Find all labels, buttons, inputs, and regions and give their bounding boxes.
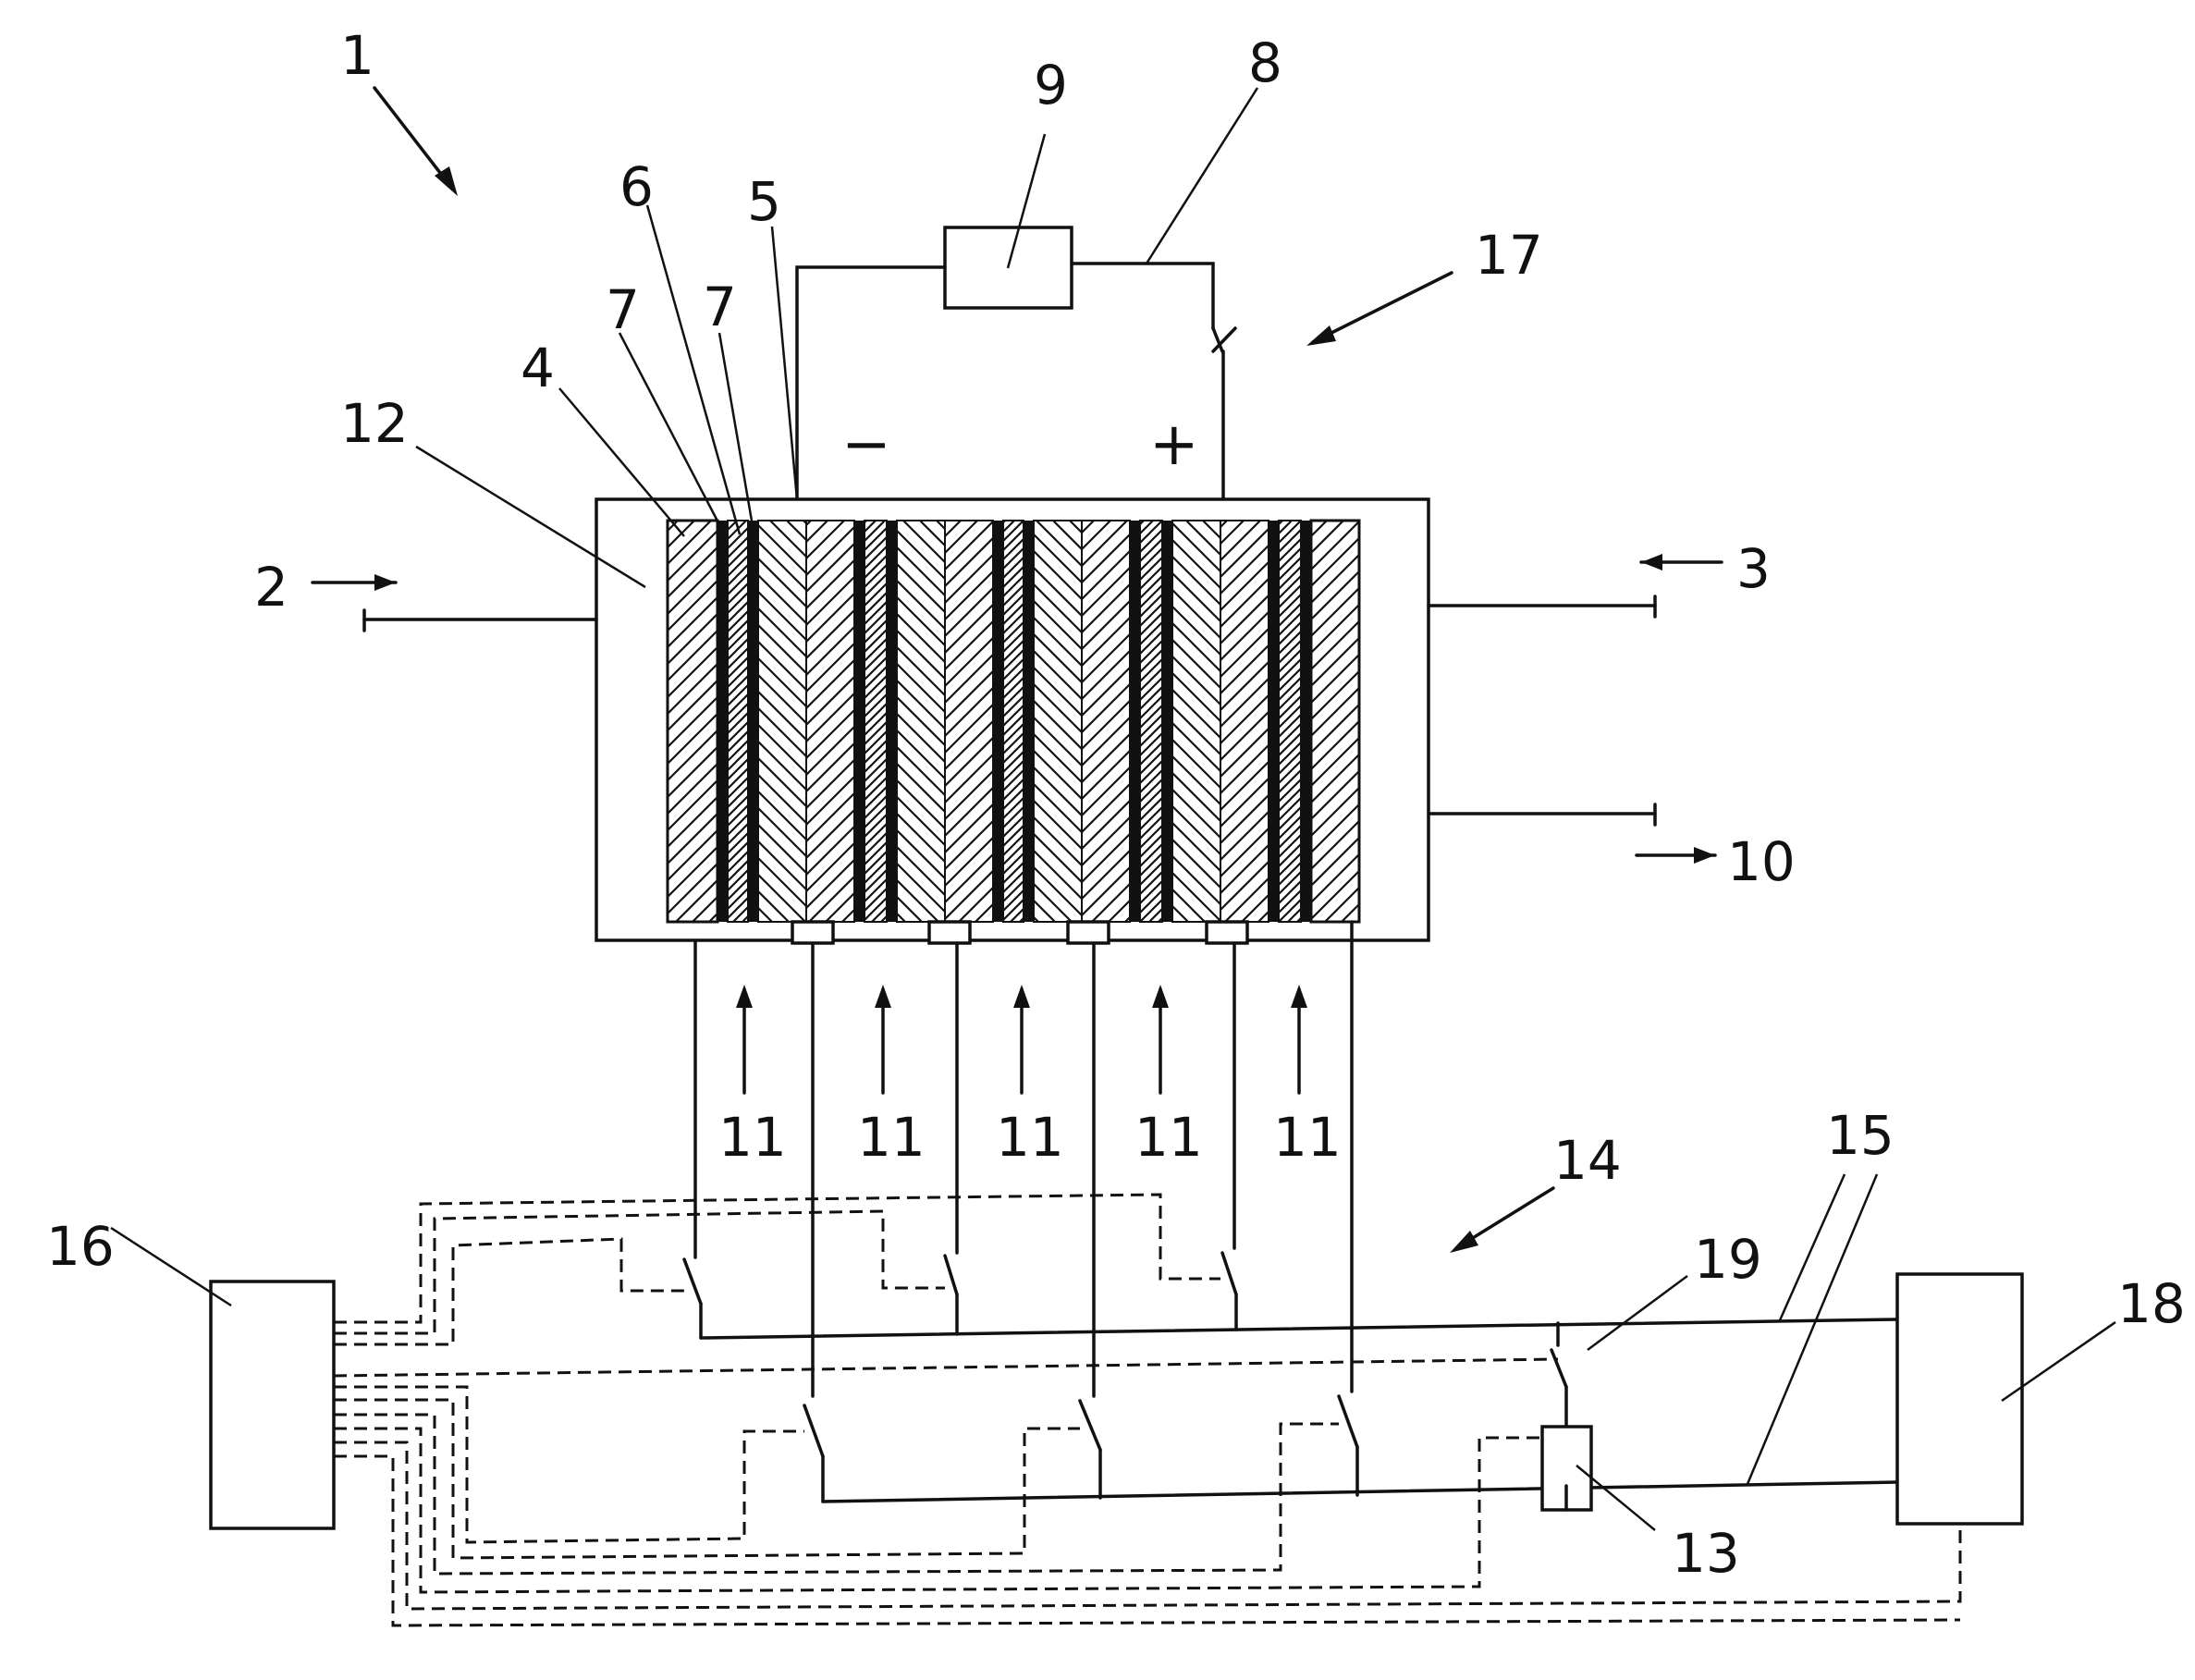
- membrane: [1301, 521, 1311, 922]
- arrowhead: [1641, 554, 1662, 570]
- switch-blade: [1222, 1253, 1236, 1294]
- control-line: [334, 1359, 1558, 1376]
- plus-sign: +: [1149, 411, 1199, 479]
- membrane: [717, 521, 728, 922]
- control-line: [334, 1239, 684, 1344]
- electrode-layer: [865, 521, 887, 922]
- tap-connector: [1207, 922, 1247, 943]
- control-line: [334, 1211, 945, 1333]
- bipolar-plate-right: [1220, 521, 1269, 922]
- label-4: 4: [521, 337, 555, 399]
- label-8: 8: [1248, 31, 1282, 94]
- leader-5: [772, 227, 797, 499]
- label-2: 2: [254, 556, 288, 619]
- bipolar-plate-left: [758, 521, 806, 922]
- switching-network: [684, 922, 1897, 1510]
- leader-15-upper: [1780, 1174, 1845, 1320]
- flow-arrows-11: [736, 985, 1307, 1093]
- arrowhead: [1450, 1231, 1478, 1253]
- bipolar-plate-right: [945, 521, 993, 922]
- label-7a: 7: [606, 278, 640, 341]
- label-3: 3: [1736, 537, 1771, 600]
- membrane: [887, 521, 897, 922]
- label-7b: 7: [703, 276, 737, 338]
- label-18: 18: [2117, 1272, 2186, 1335]
- switch-blade: [1080, 1401, 1100, 1450]
- leader-8: [1147, 88, 1257, 264]
- tap-connector: [792, 922, 833, 943]
- label-10: 10: [1727, 830, 1796, 893]
- label-14: 14: [1553, 1129, 1622, 1192]
- label-5: 5: [747, 170, 781, 233]
- membrane: [1269, 521, 1279, 922]
- arrowhead: [736, 985, 753, 1008]
- switch-19-blade: [1551, 1350, 1566, 1387]
- switch-blade: [804, 1405, 823, 1456]
- switch-blade: [1339, 1396, 1357, 1447]
- label-11: 11: [718, 1106, 787, 1169]
- arrowhead: [1291, 985, 1307, 1008]
- label-11: 11: [857, 1106, 926, 1169]
- minus-sign: −: [841, 411, 891, 479]
- membrane: [1162, 521, 1172, 922]
- label-15: 15: [1826, 1104, 1895, 1167]
- electrode-layer: [1279, 521, 1301, 922]
- label-11: 11: [996, 1106, 1064, 1169]
- label-1: 1: [340, 24, 374, 87]
- membrane: [993, 521, 1003, 922]
- bus-line-lower: [823, 1482, 1897, 1502]
- electrode-layer: [1003, 521, 1024, 922]
- label-11: 11: [1134, 1106, 1203, 1169]
- switch-blade: [945, 1256, 957, 1294]
- end-plate-right: [1311, 521, 1359, 922]
- control-line: [334, 1387, 804, 1542]
- membrane: [1024, 521, 1034, 922]
- membrane: [748, 521, 758, 922]
- bus-line-upper: [701, 1319, 1897, 1338]
- bipolar-plate-right: [1082, 521, 1130, 922]
- leader-16: [111, 1228, 231, 1306]
- control-line: [334, 1400, 1080, 1558]
- bipolar-plate-left: [1034, 521, 1082, 922]
- label-11: 11: [1273, 1106, 1342, 1169]
- control-line: [334, 1429, 1542, 1592]
- arrowhead: [1694, 847, 1715, 864]
- control-unit-16: [211, 1281, 334, 1528]
- arrowhead: [374, 574, 396, 591]
- label-12: 12: [340, 392, 409, 455]
- end-plate-left: [668, 521, 717, 922]
- label-19: 19: [1694, 1228, 1762, 1291]
- electrode-layer: [1140, 521, 1162, 922]
- label-13: 13: [1672, 1522, 1740, 1585]
- switch-blade: [684, 1259, 701, 1304]
- leader-17: [1313, 273, 1452, 342]
- membrane: [854, 521, 865, 922]
- arrowhead: [1306, 325, 1336, 346]
- bipolar-plate-left: [1172, 521, 1220, 922]
- leader-15-lower: [1747, 1174, 1877, 1484]
- cell-stack: [668, 521, 1359, 922]
- tap-connector: [929, 922, 970, 943]
- membrane: [1130, 521, 1140, 922]
- tap-connector: [1068, 922, 1109, 943]
- arrowhead: [1152, 985, 1169, 1008]
- label-9: 9: [1034, 54, 1068, 116]
- bipolar-plate-right: [806, 521, 854, 922]
- label-17: 17: [1475, 224, 1543, 287]
- label-16: 16: [46, 1215, 115, 1278]
- label-6: 6: [619, 155, 654, 218]
- bipolar-plate-left: [897, 521, 945, 922]
- electrode-layer: [728, 521, 748, 922]
- arrowhead: [875, 985, 891, 1008]
- wire-positive-top: [1072, 264, 1213, 328]
- arrowhead: [1013, 985, 1030, 1008]
- leader-19: [1588, 1276, 1687, 1350]
